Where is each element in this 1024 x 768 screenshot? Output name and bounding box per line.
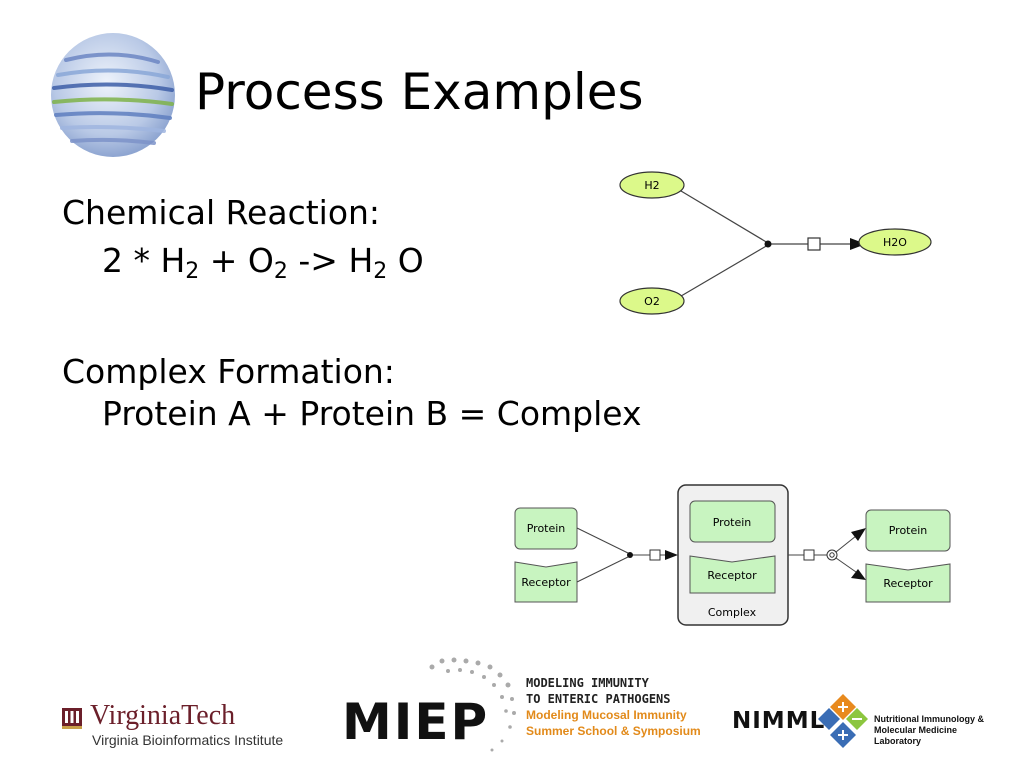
formula-subscript: 2 bbox=[373, 259, 388, 284]
chemical-formula: 2 * H2 + O2 -> H2 O bbox=[62, 241, 424, 284]
complex-formation-section: Complex Formation: Protein A + Protein B… bbox=[62, 352, 642, 434]
miep-tagline: MODELING IMMUNITY TO ENTERIC PATHOGENS M… bbox=[526, 675, 701, 739]
formula-part: 2 * H bbox=[102, 241, 186, 280]
miep-line-3: Modeling Mucosal Immunity bbox=[526, 708, 687, 722]
complex-formation-heading: Complex Formation: bbox=[62, 352, 395, 391]
formula-part: -> H bbox=[287, 241, 374, 280]
slide-title: Process Examples bbox=[195, 63, 644, 121]
reaction-junction bbox=[764, 240, 772, 248]
node-h2o-label: H2O bbox=[883, 236, 907, 249]
complex-diagram: Protein Receptor Protein Receptor Comple… bbox=[514, 484, 951, 626]
left-protein-label: Protein bbox=[527, 522, 566, 535]
node-h2-label: H2 bbox=[644, 179, 659, 192]
formula-part: O bbox=[387, 241, 424, 280]
left-protein-node: Protein bbox=[514, 507, 578, 550]
right-receptor-node: Receptor bbox=[865, 563, 951, 603]
nimml-logo: NIMML Nutritional Immunology & Molecular… bbox=[732, 690, 1002, 760]
miep-dots-icon bbox=[429, 657, 516, 752]
node-o2: O2 bbox=[619, 287, 685, 315]
right-protein-label: Protein bbox=[889, 524, 928, 537]
reaction-diagram: H2 O2 H2O bbox=[619, 171, 932, 315]
chemical-reaction-section: Chemical Reaction: 2 * H2 + O2 -> H2 O bbox=[62, 193, 424, 284]
formula-subscript: 2 bbox=[273, 259, 288, 284]
symposium-globe-logo bbox=[51, 33, 175, 157]
miep-line-2: TO ENTERIC PATHOGENS bbox=[526, 692, 671, 706]
miep-acronym: MIEP bbox=[342, 693, 490, 751]
nimml-line-2: Molecular Medicine Laboratory bbox=[874, 725, 958, 746]
formula-part: + O bbox=[199, 241, 274, 280]
miep-logo: MIEP MODELING IMMUNITY TO ENTERIC PATHOG… bbox=[340, 655, 720, 760]
nimml-diamond-icon bbox=[818, 694, 868, 748]
process-node bbox=[807, 237, 821, 251]
node-h2o: H2O bbox=[858, 228, 932, 256]
miep-line-1: MODELING IMMUNITY bbox=[526, 676, 649, 690]
formula-subscript: 2 bbox=[185, 259, 200, 284]
complex-receptor-label: Receptor bbox=[707, 569, 757, 582]
right-protein-node: Protein bbox=[865, 509, 951, 552]
complex-container: Protein Receptor Complex bbox=[677, 484, 789, 626]
nimml-acronym: NIMML bbox=[732, 708, 826, 734]
nimml-description: Nutritional Immunology & Molecular Medic… bbox=[874, 714, 1002, 747]
miep-line-4: Summer School & Symposium bbox=[526, 724, 701, 738]
node-o2-label: O2 bbox=[644, 295, 660, 308]
complex-label: Complex bbox=[708, 606, 757, 619]
left-receptor-label: Receptor bbox=[521, 576, 571, 589]
complex-protein-label: Protein bbox=[713, 516, 752, 529]
virginia-tech-name: VirginiaTech bbox=[90, 700, 236, 731]
dissociation-process-node bbox=[803, 549, 815, 561]
nimml-line-1: Nutritional Immunology & bbox=[874, 714, 984, 724]
complex-equation: Protein A + Protein B = Complex bbox=[102, 394, 642, 433]
virginia-bioinformatics-institute: Virginia Bioinformatics Institute bbox=[92, 732, 284, 748]
virginia-tech-logo: VirginiaTech Virginia Bioinformatics Ins… bbox=[60, 700, 310, 752]
chemical-reaction-heading: Chemical Reaction: bbox=[62, 193, 381, 232]
complex-process-node bbox=[649, 549, 661, 561]
node-h2: H2 bbox=[619, 171, 685, 199]
left-receptor-node: Receptor bbox=[514, 561, 578, 603]
complex-junction bbox=[627, 552, 633, 558]
right-receptor-label: Receptor bbox=[883, 577, 933, 590]
virginia-tech-seal-icon bbox=[62, 708, 82, 729]
